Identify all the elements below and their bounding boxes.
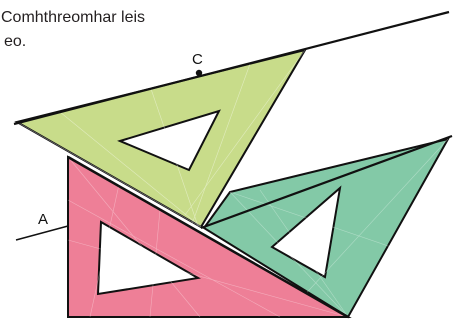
point-c-marker	[195, 69, 203, 77]
line-a-extension	[15, 225, 69, 241]
pink-square-faint-lines	[67, 156, 349, 318]
teal-set-square-body	[202, 137, 450, 319]
lower-parallel-line	[200, 134, 453, 230]
hypotenuse-guide-line	[67, 155, 349, 319]
teal-square-faint-lines	[229, 138, 449, 318]
top-parallel-line	[13, 10, 450, 126]
caption-line-2: eo.	[4, 33, 27, 50]
label-c: C	[192, 51, 203, 68]
teal-set-square	[202, 137, 450, 319]
label-a: A	[38, 211, 48, 228]
caption-line-1: Comhthreomhar leis	[1, 9, 146, 26]
construction-lines	[13, 10, 453, 319]
green-set-square	[14, 48, 308, 229]
green-square-faint-lines	[16, 49, 306, 228]
